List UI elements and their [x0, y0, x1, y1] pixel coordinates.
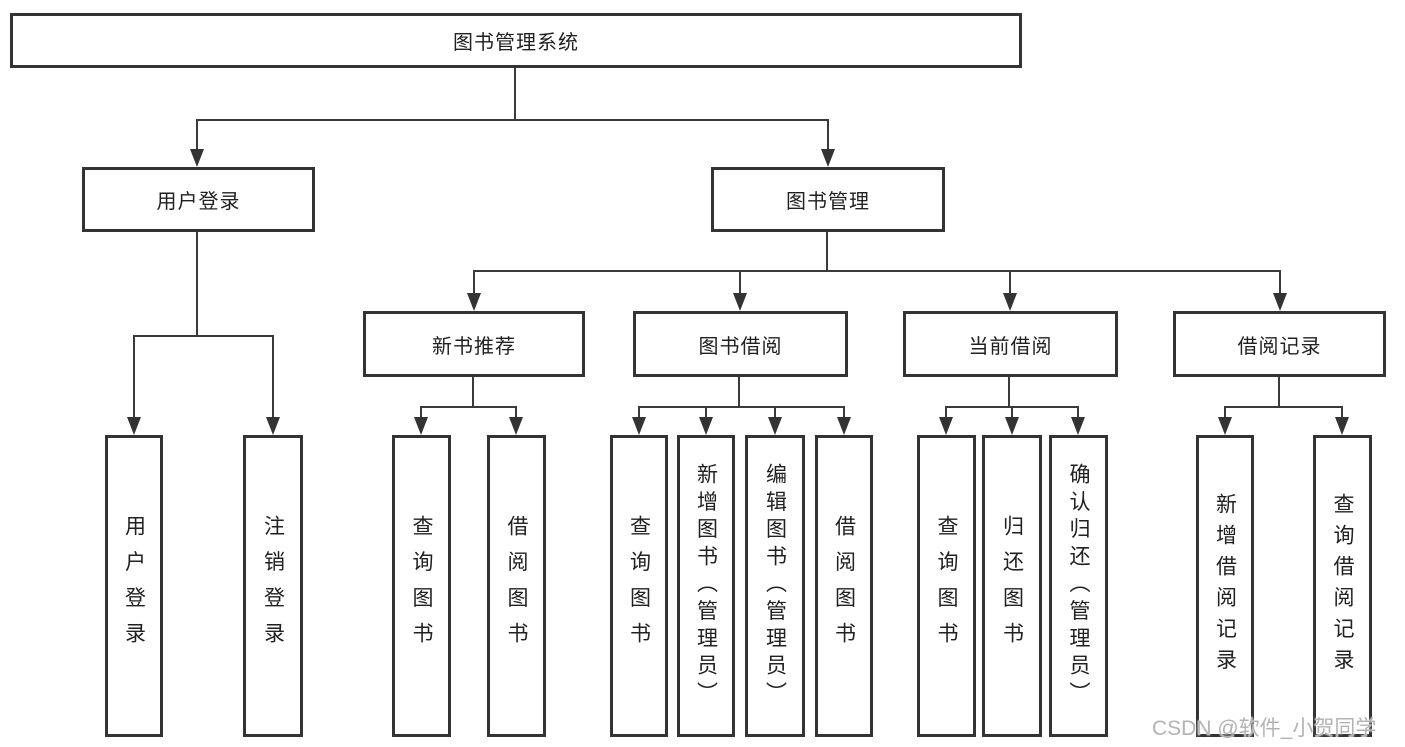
edge-line	[843, 406, 845, 419]
edge-line	[705, 406, 707, 419]
node-label: 借阅记录	[1237, 335, 1322, 358]
node-user-login: 用户登录	[82, 167, 315, 232]
arrowhead-down-icon	[1003, 293, 1017, 311]
edge-line	[1009, 270, 1011, 295]
arrowhead-down-icon	[699, 417, 713, 435]
arrowhead-down-icon	[1273, 293, 1287, 311]
edge-line	[1008, 377, 1010, 408]
edge-line	[1279, 270, 1281, 295]
node-label: 图书借阅	[698, 335, 783, 358]
node-book-borrowing: 图书借阅	[633, 311, 848, 377]
leaf-query-borrow-record: 查询借阅记录	[1313, 435, 1372, 737]
node-new-book-recommend: 新书推荐	[363, 311, 585, 377]
leaf-label: 确认归还（管理员）	[1067, 463, 1090, 709]
csdn-watermark: CSDN @软件_小贺同学	[1152, 717, 1377, 740]
leaf-label: 归还图书	[1000, 514, 1024, 658]
leaf-logout: 注销登录	[243, 435, 303, 737]
leaf-label: 查询图书	[935, 514, 958, 658]
leaf-query-books-borrowing: 查询图书	[610, 435, 668, 737]
leaf-label: 编辑图书（管理员）	[763, 463, 787, 709]
arrowhead-down-icon	[837, 417, 851, 435]
leaf-borrow-books: 借阅图书	[815, 435, 873, 737]
edge-line	[1077, 406, 1079, 419]
edge-line	[945, 406, 947, 419]
edge-line	[1224, 406, 1343, 408]
arrowhead-down-icon	[939, 417, 953, 435]
leaf-user-login: 用户登录	[105, 435, 163, 737]
edge-line	[473, 270, 1281, 272]
leaf-label: 新增图书（管理员）	[694, 463, 718, 709]
edge-line	[420, 406, 517, 408]
leaf-edit-books-admin: 编辑图书（管理员）	[745, 435, 805, 737]
node-library-management-system: 图书管理系统	[10, 13, 1022, 68]
leaf-query-books-recommend: 查询图书	[392, 435, 451, 737]
leaf-label: 查询图书	[410, 514, 433, 658]
edge-line	[774, 406, 776, 419]
node-borrowing-records: 借阅记录	[1173, 311, 1386, 377]
node-book-management: 图书管理	[711, 167, 945, 232]
arrowhead-down-icon	[1218, 417, 1232, 435]
node-label: 用户登录	[156, 191, 241, 213]
leaf-label: 用户登录	[122, 514, 146, 658]
leaf-label: 借阅图书	[505, 514, 528, 658]
edge-line	[738, 377, 740, 408]
edge-line	[739, 270, 741, 295]
node-label: 图书管理	[786, 191, 870, 213]
leaf-query-books-current: 查询图书	[917, 435, 976, 737]
arrowhead-down-icon	[821, 149, 835, 167]
edge-line	[196, 232, 198, 337]
arrowhead-down-icon	[190, 149, 204, 167]
leaf-label: 借阅图书	[832, 514, 856, 658]
edge-line	[514, 68, 516, 121]
leaf-label: 查询图书	[627, 514, 651, 658]
edge-line	[827, 119, 829, 152]
edge-line	[515, 406, 517, 419]
node-label: 当前借阅	[968, 335, 1053, 358]
arrowhead-down-icon	[1335, 417, 1349, 435]
arrowhead-down-icon	[127, 417, 141, 435]
leaf-add-books-admin: 新增图书（管理员）	[677, 435, 735, 737]
edge-line	[1341, 406, 1343, 419]
edge-line	[1224, 406, 1226, 419]
edge-line	[826, 232, 828, 272]
arrowhead-down-icon	[467, 293, 481, 311]
edge-line	[1278, 377, 1280, 408]
leaf-borrow-books-recommend: 借阅图书	[487, 435, 546, 737]
arrowhead-down-icon	[768, 417, 782, 435]
leaf-label: 查询借阅记录	[1331, 492, 1354, 680]
edge-line	[133, 335, 135, 420]
arrowhead-down-icon	[509, 417, 523, 435]
edge-line	[272, 335, 274, 420]
leaf-label: 新增借阅记录	[1213, 492, 1237, 680]
arrowhead-down-icon	[632, 417, 646, 435]
node-label: 新书推荐	[432, 335, 516, 358]
edge-line	[1011, 406, 1013, 419]
node-current-borrowing: 当前借阅	[903, 311, 1118, 377]
edge-line	[473, 270, 475, 295]
leaf-confirm-return-admin: 确认归还（管理员）	[1049, 435, 1108, 737]
edge-line	[472, 377, 474, 408]
edge-line	[945, 406, 1079, 408]
arrowhead-down-icon	[1005, 417, 1019, 435]
leaf-add-borrow-record: 新增借阅记录	[1196, 435, 1254, 737]
edge-line	[196, 119, 829, 121]
leaf-return-books: 归还图书	[982, 435, 1042, 737]
edge-line	[196, 119, 198, 152]
edge-line	[638, 406, 845, 408]
edge-line	[420, 406, 422, 419]
leaf-label: 注销登录	[261, 514, 285, 658]
edge-line	[638, 406, 640, 419]
arrowhead-down-icon	[1071, 417, 1085, 435]
arrowhead-down-icon	[266, 417, 280, 435]
arrowhead-down-icon	[733, 293, 747, 311]
arrowhead-down-icon	[414, 417, 428, 435]
edge-line	[133, 335, 274, 337]
node-label: 图书管理系统	[453, 32, 579, 54]
